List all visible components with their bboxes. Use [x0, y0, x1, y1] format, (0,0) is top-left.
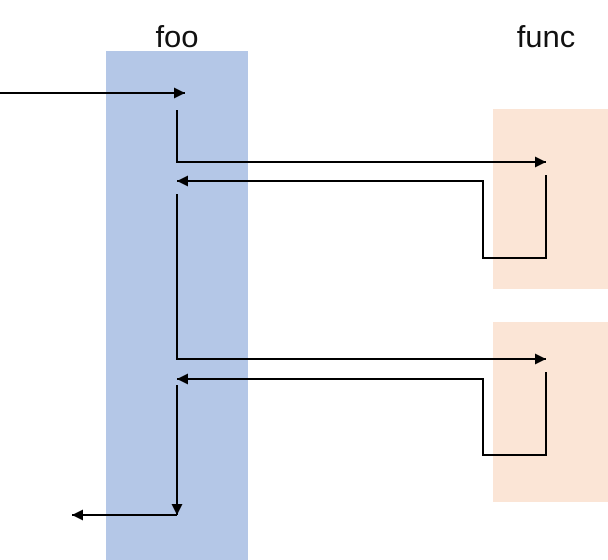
call-arrow-second	[176, 194, 546, 365]
func-lane-second-call	[493, 322, 608, 502]
return-arrow-second	[177, 372, 547, 456]
foo-lane-label: foo	[155, 19, 198, 54]
return-arrow-first	[177, 175, 547, 259]
func-lane-label: func	[517, 19, 576, 54]
call-arrow-first	[176, 110, 546, 168]
func-lane-first-call	[493, 109, 608, 289]
